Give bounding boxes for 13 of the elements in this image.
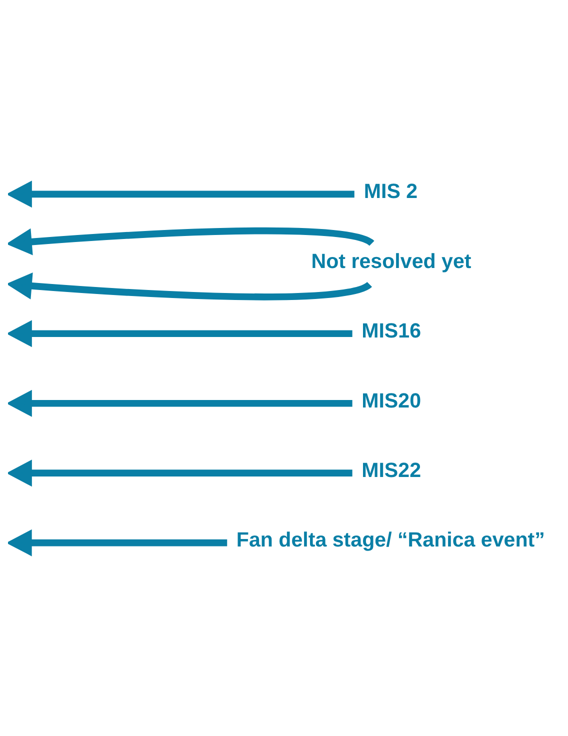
arrow <box>8 389 352 416</box>
node-text: Not resolved yet <box>311 249 472 272</box>
arrow <box>8 528 228 556</box>
arrow <box>8 272 372 300</box>
node-text: MIS20 <box>362 388 422 412</box>
arrow <box>8 459 352 486</box>
node-text: MIS16 <box>362 319 422 342</box>
node-text: MIS 2 <box>364 180 418 203</box>
arrow <box>8 320 352 347</box>
node-text: MIS22 <box>362 458 422 482</box>
node-text: Fan delta stage/ “Ranica event” <box>236 528 545 552</box>
arrow <box>8 226 374 255</box>
arrow <box>8 180 354 208</box>
